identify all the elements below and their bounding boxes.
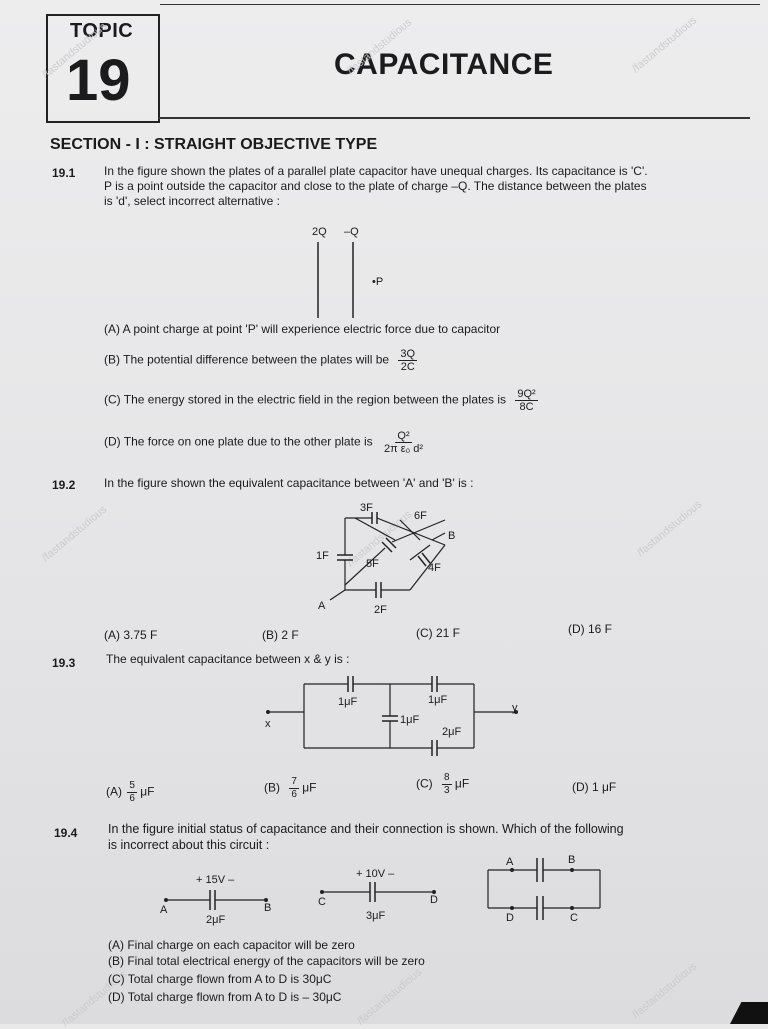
option-a: (A) Final charge on each capacitor will … [108,938,355,952]
option-c: (C) 21 F [416,626,461,640]
topic-number: 19 [66,48,131,113]
unit: μF [302,780,317,795]
capacitor-label: 5F [366,558,379,570]
voltage-label: + 10V – [356,868,395,880]
capacitor-label: 1μF [428,694,448,706]
question-text: In the figure initial status of capacita… [108,822,624,836]
question-text: The equivalent capacitance between x & y… [106,652,350,666]
option-d: (D) The force on one plate due to the ot… [104,430,425,455]
unit: μF [454,776,470,791]
denominator: 6 [291,789,297,800]
voltage-label: + 15V – [196,874,235,886]
chapter-title: CAPACITANCE [334,48,554,81]
option-prefix: (A) [106,784,122,799]
node-label: A [160,904,168,916]
question-text: is 'd', select incorrect alternative : [104,194,280,208]
question-number: 19.2 [52,478,76,492]
node-label: A [506,856,514,868]
option-a: (A) 3.75 F [104,628,158,642]
question-number: 19.3 [52,656,76,670]
option-text: (C) The energy stored in the electric fi… [104,392,506,407]
question-number: 19.4 [54,826,78,840]
numerator: 9Q² [515,388,538,401]
topic-box: TOPIC 19 [46,14,160,123]
node-label: D [506,912,514,924]
numerator: 7 [289,776,299,789]
capacitor-label: 6F [414,510,427,522]
capacitor-label: 2F [374,604,387,616]
terminal-label: x [265,718,271,730]
capacitor-label: 3μF [366,910,386,922]
question-text: In the figure shown the equivalent capac… [104,476,474,490]
plate-charge-label: 2Q [312,226,327,238]
question-number: 19.1 [52,166,76,180]
option-d: (D) 16 F [568,622,613,636]
capacitor-label: 2μF [442,726,462,738]
page-corner-shadow [730,1002,768,1024]
topic-label: TOPIC [70,20,134,42]
capacitor-label: 1μF [400,714,420,726]
numerator: 5 [127,780,137,793]
option-a: (A) A point charge at point 'P' will exp… [104,322,501,336]
plate-charge-label: –Q [344,226,359,238]
question-text: is incorrect about this circuit : [108,838,270,852]
numerator: 8 [442,772,452,785]
capacitor-label: 3F [360,502,373,514]
option-prefix: (C) [416,776,433,791]
numerator: 3Q [398,348,418,361]
node-label: B [448,530,456,542]
option-prefix: (B) [264,780,280,795]
option-b: (B) 2 F [262,628,299,642]
denominator: 2π ε₀ d² [383,443,424,455]
header-rule [160,4,760,5]
question-text: In the figure shown the plates of a para… [104,164,648,178]
option-text: (B) The potential difference between the… [104,352,390,367]
option-c: (C) Total charge flown from A to D is 30… [108,972,332,986]
capacitor-label: 4F [428,562,441,574]
title-rule [158,117,750,119]
section-title: SECTION - I : STRAIGHT OBJECTIVE TYPE [50,136,378,153]
option-d: (D) 1 μF [572,780,617,794]
terminal-label: y [512,702,518,714]
node-label: D [430,894,438,906]
point-p-label: •P [372,276,384,288]
node-label: B [568,854,576,866]
node-label: C [318,896,326,908]
question-text: P is a point outside the capacitor and c… [104,179,647,193]
unit: μF [140,784,155,799]
option-text: (D) The force on one plate due to the ot… [104,434,373,449]
numerator: Q² [395,430,412,443]
node-label: B [264,902,272,914]
node-label: C [570,912,578,924]
capacitor-label: 1μF [338,696,358,708]
denominator: 2C [400,361,415,373]
capacitor-label: 1F [316,550,329,562]
denominator: 8C [519,401,534,413]
denominator: 3 [444,785,450,796]
denominator: 6 [129,793,135,804]
capacitor-label: 2μF [206,914,226,926]
node-label: A [318,600,326,612]
option-b: (B) The potential difference between the… [104,348,418,373]
option-b: (B) Final total electrical energy of the… [108,954,425,968]
option-d: (D) Total charge flown from A to D is – … [108,990,342,1004]
option-c: (C) The energy stored in the electric fi… [104,388,538,413]
